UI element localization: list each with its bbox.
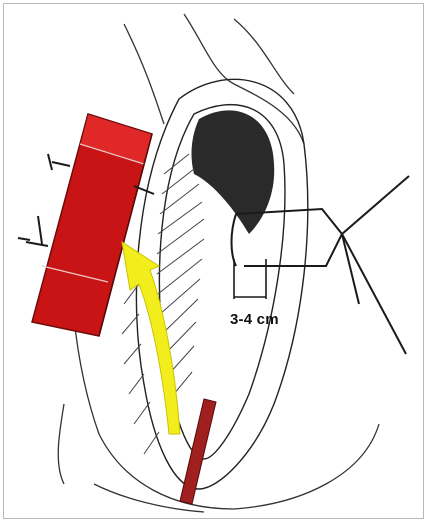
measurement-label: 3-4 cm (230, 311, 279, 328)
direction-arrow-icon (122, 242, 180, 434)
diagram-frame: 3-4 cm (3, 3, 424, 519)
catheter-icon (180, 399, 216, 504)
surgical-clamp-icon (18, 114, 154, 336)
surgical-illustration (4, 4, 423, 518)
